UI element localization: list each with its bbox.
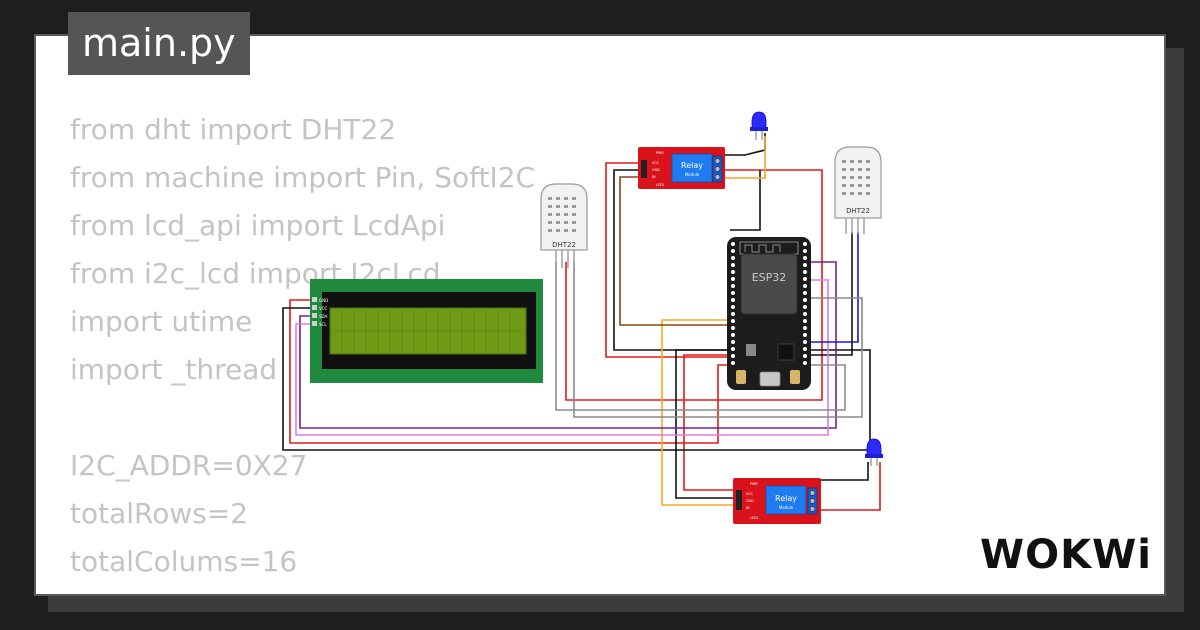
wire-gray: [573, 262, 863, 418]
code-line: import _thread: [70, 353, 278, 386]
led-blue-top[interactable]: [750, 111, 768, 140]
code-background: from dht import DHT22 from machine import…: [70, 106, 812, 594]
dht-right-label: DHT22: [846, 207, 870, 215]
relay-pin-label: VCC: [652, 161, 660, 165]
wire-brown: [619, 176, 730, 326]
wire-red: [683, 354, 742, 491]
code-line: totalRows=2: [70, 497, 249, 530]
relay-pin-label: GND: [746, 499, 754, 503]
code-line: from lcd_api import LcdApi: [70, 209, 446, 242]
lcd-pin-header: [312, 297, 317, 326]
led-blue-bottom[interactable]: [865, 438, 883, 466]
wire-black: [675, 349, 742, 499]
code-line: import utime: [70, 305, 253, 338]
dht-vent-grid: [548, 197, 576, 232]
esp32-board[interactable]: ESP32: [727, 237, 811, 390]
wire-black: [808, 232, 853, 356]
wire-orange: [661, 319, 742, 506]
wire-black: [820, 462, 869, 481]
wire-red: [605, 162, 730, 358]
wire-orange: [722, 136, 766, 179]
micro-usb-port[interactable]: [759, 371, 781, 387]
wire-red: [565, 169, 823, 401]
relay-pin-label: VCC: [746, 492, 754, 496]
wire-black: [613, 169, 730, 351]
relay-bottom-sub: Module: [779, 505, 794, 510]
wokwi-logo: WOKWi: [980, 532, 1152, 578]
wire-gray: [555, 262, 846, 411]
relay-pin-label: IN: [746, 506, 750, 510]
dht22-sensor-right[interactable]: DHT22: [834, 146, 882, 234]
project-preview-card: from dht import DHT22 from machine import…: [34, 34, 1166, 596]
code-line: totalColums=16: [70, 545, 298, 578]
wire-red: [820, 462, 881, 511]
esp32-pins-right: [803, 242, 807, 365]
code-line: I2C_ADDR=0X27: [70, 449, 308, 482]
relay-bottom-title: Relay: [775, 494, 797, 503]
esp32-pins-left: [731, 242, 735, 365]
relay-pin-label: LED1: [750, 516, 759, 520]
relay-module-bottom[interactable]: Relay Module PWR VCC GND IN LED1: [733, 478, 821, 524]
relay-pin-label: PWR: [656, 151, 664, 155]
dht22-sensor-left[interactable]: DHT22: [540, 183, 588, 268]
relay-pin-label: LED1: [656, 183, 665, 187]
relay-terminal: [807, 487, 818, 515]
dht-vent-grid: [842, 160, 870, 195]
wire-purple: [299, 261, 837, 429]
lcd-pin-label: GND: [319, 298, 328, 303]
relay-terminal: [712, 155, 723, 183]
en-button[interactable]: [790, 370, 800, 384]
relay-top-title: Relay: [681, 161, 703, 170]
wokwi-logo-text: WOKWi: [980, 532, 1152, 578]
lcd-pin-label: SCL: [319, 322, 327, 327]
esp32-label: ESP32: [752, 271, 787, 284]
wire-black: [730, 170, 761, 231]
wire-pink: [295, 279, 829, 436]
lcd-display[interactable]: GND VCC SDA SCL: [310, 279, 543, 383]
wire-black: [282, 307, 871, 451]
code-line: from machine import Pin, SoftI2C: [70, 161, 536, 194]
code-line: i2c = SoftI2C(scl=Pin(22), sda=Pin(21), …: [70, 586, 812, 594]
esp32-chip: [746, 344, 756, 356]
esp32-usb-chip: [777, 343, 795, 361]
dht-left-label: DHT22: [552, 241, 576, 249]
dht-legs: [555, 250, 575, 268]
wires: [282, 133, 881, 511]
relay-pin-label: IN: [652, 175, 656, 179]
wire-red: [289, 299, 730, 444]
lcd-pin-label: SDA: [319, 314, 328, 319]
wire-black: [722, 133, 766, 156]
relay-pin-label: GND: [652, 168, 660, 172]
code-line: from dht import DHT22: [70, 113, 397, 146]
wire-blue: [808, 232, 859, 343]
relay-pin-label: PWR: [750, 482, 758, 486]
lcd-pin-label: VCC: [319, 306, 328, 311]
lcd-char-grid: [330, 310, 526, 352]
relay-top-sub: Module: [685, 172, 700, 177]
relay-module-top[interactable]: Relay Module PWR VCC GND IN LED1: [638, 147, 725, 189]
file-tab[interactable]: main.py: [68, 12, 250, 75]
boot-button[interactable]: [736, 370, 746, 384]
dht-legs: [845, 218, 865, 234]
